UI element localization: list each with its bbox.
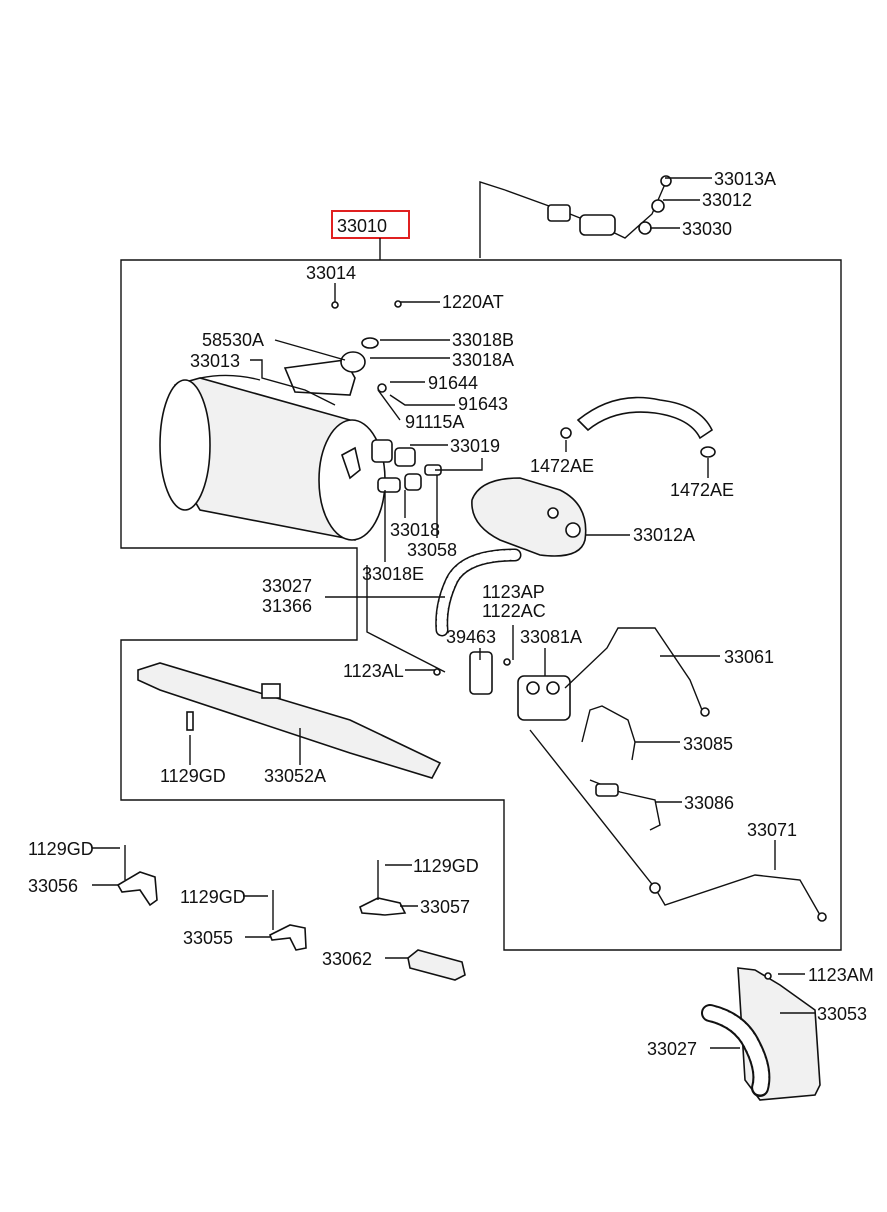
label-33018[interactable]: 33018 xyxy=(390,520,440,540)
label-33055[interactable]: 33055 xyxy=(183,928,233,948)
label-91644[interactable]: 91644 xyxy=(428,373,478,393)
label-33014[interactable]: 33014 xyxy=(306,263,356,283)
label-33018B[interactable]: 33018B xyxy=(452,330,514,350)
label-33057[interactable]: 33057 xyxy=(420,897,470,917)
label-1472AE-a[interactable]: 1472AE xyxy=(530,456,594,476)
label-33018E[interactable]: 33018E xyxy=(362,564,424,584)
label-1122AC[interactable]: 1122AC xyxy=(482,601,546,621)
valve-fittings-drawing xyxy=(341,383,442,493)
label-33013[interactable]: 33013 xyxy=(190,351,240,371)
label-33027-b[interactable]: 33027 xyxy=(647,1039,697,1059)
canister-bracket-drawing xyxy=(283,300,402,396)
label-33053[interactable]: 33053 xyxy=(817,1004,867,1024)
label-33018A[interactable]: 33018A xyxy=(452,350,514,370)
highlight-box xyxy=(331,210,410,239)
label-33030[interactable]: 33030 xyxy=(682,219,732,239)
label-33012[interactable]: 33012 xyxy=(702,190,752,210)
rubber-hose-drawing xyxy=(560,396,716,458)
label-33052A[interactable]: 33052A xyxy=(264,766,326,786)
label-1472AE-b[interactable]: 1472AE xyxy=(670,480,734,500)
lower-right-assembly-drawing xyxy=(701,967,821,1101)
cross-member-drawing xyxy=(137,662,442,779)
label-39463[interactable]: 39463 xyxy=(446,627,496,647)
leader-lines xyxy=(92,177,815,1049)
label-1123AP[interactable]: 1123AP xyxy=(482,582,545,602)
label-1220AT[interactable]: 1220AT xyxy=(442,292,504,312)
label-33071[interactable]: 33071 xyxy=(747,820,797,840)
label-33012A[interactable]: 33012A xyxy=(633,525,695,545)
label-33061[interactable]: 33061 xyxy=(724,647,774,667)
label-33019[interactable]: 33019 xyxy=(450,436,500,456)
label-33010[interactable]: 33010 xyxy=(337,216,387,236)
label-91115A[interactable]: 91115A xyxy=(405,412,464,432)
label-33058[interactable]: 33058 xyxy=(407,540,457,560)
pipes-drawing xyxy=(529,627,827,922)
label-33086[interactable]: 33086 xyxy=(684,793,734,813)
assembly-outline xyxy=(120,259,842,951)
label-33062[interactable]: 33062 xyxy=(322,949,372,969)
label-33013A[interactable]: 33013A xyxy=(714,169,776,189)
label-33081A[interactable]: 33081A xyxy=(520,627,582,647)
label-1123AL[interactable]: 1123AL xyxy=(343,661,404,681)
label-1129GD-a[interactable]: 1129GD xyxy=(160,766,226,786)
heat-shield-drawing xyxy=(471,477,587,557)
solenoid-valve-drawing xyxy=(433,651,571,721)
label-33056[interactable]: 33056 xyxy=(28,876,78,896)
top-pipe-drawing xyxy=(504,175,672,239)
label-33027-a[interactable]: 33027 xyxy=(262,576,312,596)
label-1129GD-b[interactable]: 1129GD xyxy=(28,839,94,859)
small-brackets-drawing xyxy=(116,845,407,951)
label-33085[interactable]: 33085 xyxy=(683,734,733,754)
corrugated-hose-drawing xyxy=(435,548,522,637)
label-91643[interactable]: 91643 xyxy=(458,394,508,414)
label-1129GD-c[interactable]: 1129GD xyxy=(413,856,479,876)
label-31366[interactable]: 31366 xyxy=(262,596,312,616)
cover-drawing xyxy=(407,949,466,981)
label-1129GD-d[interactable]: 1129GD xyxy=(180,887,246,907)
label-58530A[interactable]: 58530A xyxy=(202,330,264,350)
label-1123AM[interactable]: 1123AM xyxy=(808,965,874,985)
